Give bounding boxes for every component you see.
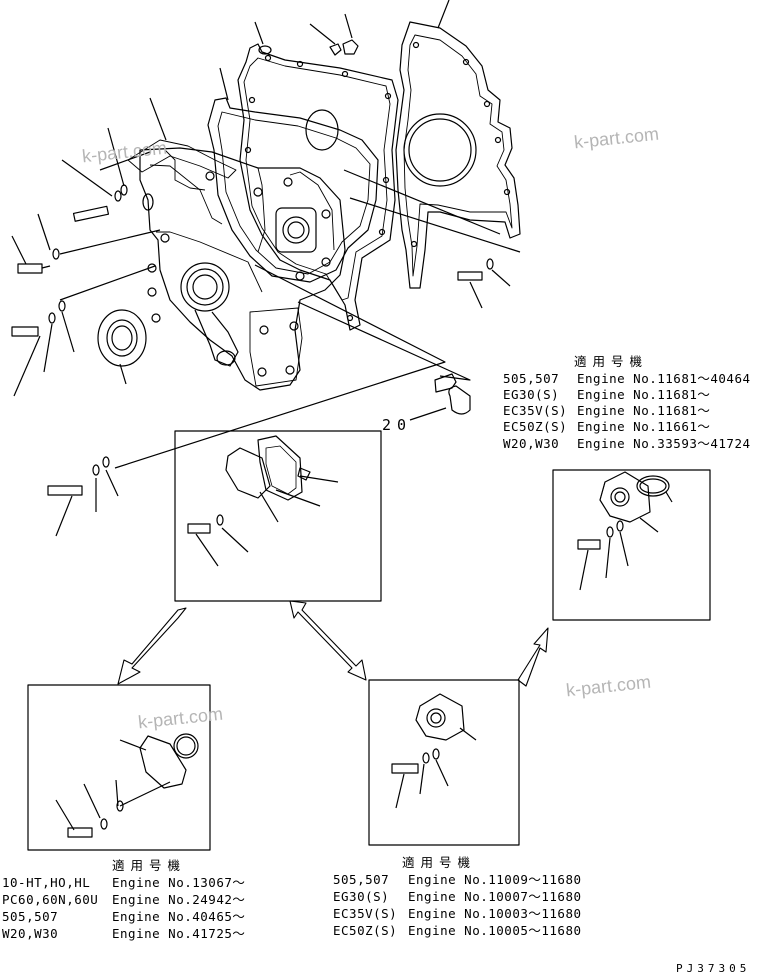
callout-20: 20 xyxy=(382,416,413,434)
timing-gear-cover xyxy=(139,147,346,391)
table-center-engine: Engine No.11009～11680 xyxy=(408,872,582,887)
front-gasket xyxy=(207,97,379,283)
detail-box-center-bottom xyxy=(368,679,520,846)
bracket xyxy=(127,139,237,179)
table-center-header: 適用号機 xyxy=(402,855,477,870)
table-right-engine: Engine No.11661～ xyxy=(577,419,711,434)
table-left-engine: Engine No.24942～ xyxy=(112,892,246,907)
table-center-model: EC35V(S) xyxy=(333,906,398,921)
table-center-model: EC50Z(S) xyxy=(333,923,398,938)
bolt-set-left xyxy=(11,39,494,496)
table-left-model: 10-HT,HO,HL xyxy=(2,875,91,890)
table-left-engine: Engine No.40465～ xyxy=(112,909,246,924)
detail-box-center-top xyxy=(174,430,382,602)
flow-arrows xyxy=(117,600,549,687)
table-right-model: 505,507 xyxy=(503,371,560,386)
table-left-engine: Engine No.41725～ xyxy=(112,926,246,941)
table-left-model: 505,507 xyxy=(2,909,59,924)
table-left-engine: Engine No.13067～ xyxy=(112,875,246,890)
table-right-model: EG30(S) xyxy=(503,387,560,402)
table-right-model: EC50Z(S) xyxy=(503,419,568,434)
table-right-header: 適用号機 xyxy=(574,354,649,369)
detail-box-right xyxy=(552,469,711,621)
table-center-model: 505,507 xyxy=(333,872,390,887)
table-right-model: W20,W30 xyxy=(503,436,560,451)
detail-box-left xyxy=(27,684,211,851)
gasket-plate-middle xyxy=(237,43,399,331)
table-left-header: 適用号機 xyxy=(112,858,187,873)
table-center-engine: Engine No.10007～11680 xyxy=(408,889,582,904)
table-right-model: EC35V(S) xyxy=(503,403,568,418)
table-right-engine: Engine No.11681～ xyxy=(577,387,711,402)
table-center-engine: Engine No.10003～11680 xyxy=(408,906,582,921)
table-left-model: W20,W30 xyxy=(2,926,59,941)
table-center-model: EG30(S) xyxy=(333,889,390,904)
gasket-plate-right xyxy=(395,21,521,289)
table-left-model: PC60,60N,60U xyxy=(2,892,99,907)
table-center-engine: Engine No.10005～11680 xyxy=(408,923,582,938)
drawing-code: PJ37305 xyxy=(676,962,751,975)
table-right-engine: Engine No.11681～40464 xyxy=(577,371,751,386)
table-right-engine: Engine No.11681～ xyxy=(577,403,711,418)
table-right-engine: Engine No.33593～41724 xyxy=(577,436,751,451)
